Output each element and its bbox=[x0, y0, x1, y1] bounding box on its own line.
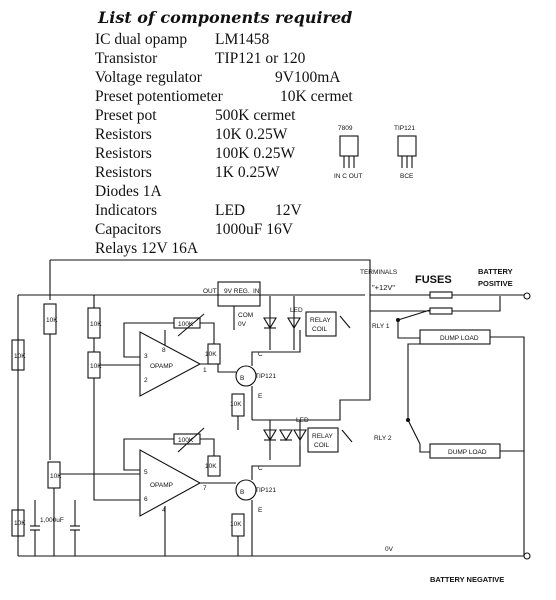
transistor-pinout: TIP121 BCE bbox=[394, 125, 417, 180]
transistor-label: TIP121 bbox=[255, 487, 276, 494]
relay-coil-2 bbox=[307, 427, 339, 453]
component-name: Indicators bbox=[95, 202, 157, 219]
reg-out-label: OUT bbox=[203, 288, 217, 295]
battery-positive-label: BATTERY bbox=[478, 267, 513, 276]
resistor-label: 100K bbox=[178, 437, 194, 444]
component-value: LM1458 bbox=[215, 31, 270, 48]
transistor-2 bbox=[235, 479, 257, 501]
pin-label: 2 bbox=[144, 377, 148, 384]
reg-0v-label: 0V bbox=[238, 321, 247, 328]
resistor-10k-fb2 bbox=[207, 455, 221, 477]
components-title: List of components required bbox=[98, 8, 353, 27]
component-name: Resistors bbox=[95, 126, 152, 143]
resistor-label: 10K bbox=[50, 473, 62, 480]
component-value: 10K cermet bbox=[280, 88, 353, 105]
relay-2-label: RLY 2 bbox=[374, 435, 392, 442]
resistor-10k-left3 bbox=[11, 339, 25, 371]
fuse-2 bbox=[429, 307, 453, 315]
pin-label: 7 bbox=[203, 485, 207, 492]
reg-com-label: COM bbox=[238, 312, 253, 319]
pin-label: 6 bbox=[144, 496, 148, 503]
dump-load-label: DUMP LOAD bbox=[448, 449, 487, 456]
relay-coil-label: COIL bbox=[314, 442, 330, 449]
component-name: Resistors bbox=[95, 164, 152, 181]
resistor-10k-left4 bbox=[11, 509, 25, 537]
zero-volt-label: 0V bbox=[385, 546, 394, 553]
component-name: Transistor bbox=[95, 50, 158, 67]
regulator-pins-label: IN C OUT bbox=[334, 173, 363, 180]
component-value: 1000uF 16V bbox=[215, 221, 293, 238]
relay-coil-1 bbox=[305, 311, 337, 337]
transistor-pins-label: BCE bbox=[400, 173, 414, 180]
component-name: Diodes 1A bbox=[95, 183, 162, 200]
resistor-label: 10K bbox=[205, 351, 217, 358]
fuse-1 bbox=[429, 291, 453, 299]
battery-positive-label-2: POSITIVE bbox=[478, 279, 513, 288]
resistor-label: 10K bbox=[14, 520, 26, 527]
relay-1-label: RLY 1 bbox=[372, 323, 390, 330]
transistor-label: C bbox=[258, 351, 263, 358]
pin-label: 3 bbox=[144, 353, 148, 360]
dump-load-label: DUMP LOAD bbox=[440, 335, 479, 342]
component-value: LED bbox=[215, 202, 246, 219]
component-extra: 12V bbox=[275, 202, 302, 219]
voltage-regulator bbox=[217, 281, 261, 307]
component-value: 10K 0.25W bbox=[215, 126, 288, 143]
resistor-label: 10K bbox=[46, 317, 58, 324]
opamp-1 bbox=[139, 331, 202, 397]
component-name: Resistors bbox=[95, 145, 152, 162]
component-value: TIP121 or 120 bbox=[215, 50, 306, 67]
transistor-pinout-label: TIP121 bbox=[394, 125, 415, 132]
component-name: Relays 12V 16A bbox=[95, 240, 199, 257]
pin-label: 8 bbox=[162, 347, 166, 354]
opamp-1-label: OPAMP bbox=[150, 363, 173, 370]
resistor-10k-fb1 bbox=[207, 343, 221, 365]
component-name: Capacitors bbox=[95, 221, 162, 238]
transistor-label: E bbox=[258, 393, 263, 400]
regulator-pinout: 7809 IN C OUT bbox=[334, 125, 363, 180]
pin-label: 5 bbox=[144, 469, 148, 476]
relay-coil-label: RELAY bbox=[312, 433, 333, 440]
resistor-label: 10K bbox=[90, 363, 102, 370]
component-value: 1K 0.25W bbox=[215, 164, 280, 181]
terminals-label: TERMINALS bbox=[360, 269, 398, 276]
positive-terminal bbox=[523, 292, 531, 300]
transistor-label: B bbox=[240, 489, 244, 496]
opamp-2 bbox=[139, 449, 202, 517]
regulator-pinout-label: 7809 bbox=[338, 125, 353, 132]
pin-label: 1 bbox=[203, 367, 207, 374]
resistor-label: 10K bbox=[14, 353, 26, 360]
battery-negative-label: BATTERY NEGATIVE bbox=[430, 575, 504, 584]
component-value: 100K 0.25W bbox=[215, 145, 296, 162]
transistor-label: C bbox=[258, 465, 263, 472]
diode-3 bbox=[279, 429, 293, 442]
resistor-label: 100K bbox=[178, 321, 194, 328]
relay-coil-label: RELAY bbox=[310, 317, 331, 324]
resistor-label: 10K bbox=[205, 463, 217, 470]
negative-terminal bbox=[523, 552, 531, 560]
component-name: IC dual opamp bbox=[95, 31, 188, 48]
transistor-label: B bbox=[240, 375, 244, 382]
transistor-label: E bbox=[258, 507, 263, 514]
fuses-label: FUSES bbox=[415, 274, 452, 286]
capacitor-label: 1,000uF bbox=[40, 517, 64, 524]
component-name: Preset potentiometer bbox=[95, 88, 223, 105]
component-name: Voltage regulator bbox=[95, 69, 202, 86]
transistor-1 bbox=[235, 365, 257, 387]
opamp-2-label: OPAMP bbox=[150, 482, 173, 489]
led-label: LED bbox=[290, 307, 303, 314]
relay-coil-label: COIL bbox=[312, 326, 328, 333]
reg-in-label: IN bbox=[253, 288, 260, 295]
plus12-label: "+12V" bbox=[372, 283, 395, 292]
resistor-label: 10K bbox=[230, 401, 242, 408]
resistor-label: 10K bbox=[90, 321, 102, 328]
resistor-label: 10K bbox=[230, 521, 242, 528]
transistor-label: TIP121 bbox=[255, 373, 276, 380]
component-value: 9V100mA bbox=[275, 69, 341, 86]
component-name: Preset pot bbox=[95, 107, 157, 124]
component-value: 500K cermet bbox=[215, 107, 296, 124]
pin-label: 4 bbox=[162, 507, 166, 514]
reg-label: 9V REG. bbox=[224, 288, 250, 295]
